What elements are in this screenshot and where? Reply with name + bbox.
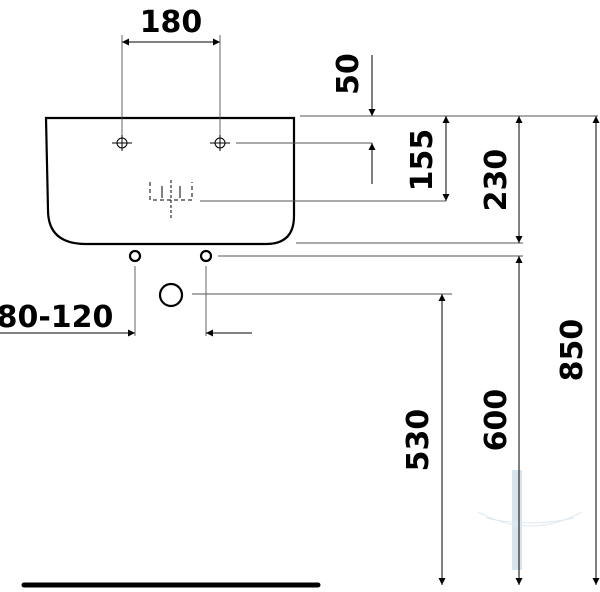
dimension-label-155: 155 bbox=[405, 129, 440, 192]
tap-hole-left bbox=[112, 135, 132, 151]
waste-pipe bbox=[158, 282, 184, 308]
dimension-label-600: 600 bbox=[479, 389, 514, 452]
basin-outline bbox=[44, 116, 296, 246]
dimension-waste-height: 530 bbox=[401, 294, 446, 585]
waste-outlet-symbol bbox=[149, 180, 193, 218]
dimension-label-80-120: 80-120 bbox=[0, 300, 113, 335]
dimension-rim-height: 850 bbox=[555, 116, 600, 585]
dimension-label-180: 180 bbox=[140, 5, 203, 40]
dimension-label-50: 50 bbox=[331, 53, 366, 95]
tap-hole-right bbox=[210, 135, 230, 151]
dimension-fixing-range: 80-120 bbox=[0, 300, 252, 337]
fixing-bolt-right bbox=[199, 249, 213, 263]
watermark-logo bbox=[477, 470, 583, 570]
dimension-fixing-height: 600 bbox=[479, 256, 523, 585]
dimension-tap-offset: 50 bbox=[331, 53, 376, 184]
dimension-label-530: 530 bbox=[401, 409, 436, 472]
dimension-label-230: 230 bbox=[479, 149, 514, 212]
fixing-bolt-left bbox=[128, 249, 142, 263]
dimension-tap-hole-depth: 155 bbox=[405, 116, 450, 201]
dimension-basin-depth: 230 bbox=[479, 116, 523, 243]
dimension-tap-spacing: 180 bbox=[122, 5, 220, 46]
dimension-label-850: 850 bbox=[555, 319, 590, 382]
